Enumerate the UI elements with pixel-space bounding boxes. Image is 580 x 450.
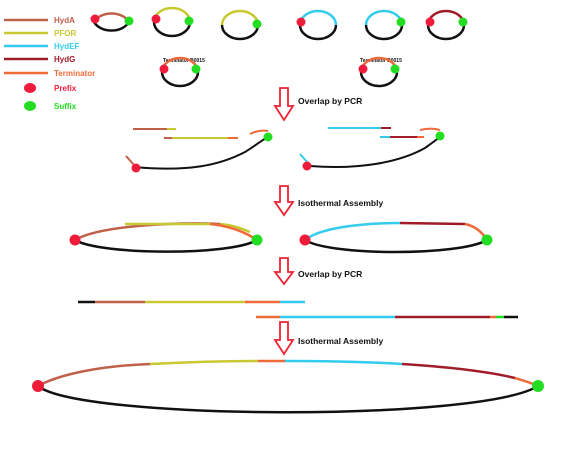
legend-label-terminator: Terminator — [54, 69, 95, 78]
overlap-fragments-left — [125, 128, 273, 173]
step-label-2: Isothermal Assembly — [298, 198, 383, 208]
step-label-3: Overlap by PCR — [298, 269, 362, 279]
legend-suffix-dot — [24, 101, 36, 111]
plasmid-hydg — [425, 9, 468, 41]
step-label-4: Isothermal Assembly — [298, 336, 383, 346]
plasmid-hyda — [90, 12, 134, 32]
plasmid-pfor-2 — [220, 9, 262, 41]
legend-label-prefix: Prefix — [54, 84, 77, 93]
legend-label-suffix: Suffix — [54, 102, 77, 111]
terminator-label-right: Terminator B0015 — [360, 58, 402, 64]
arrow-step2 — [273, 185, 295, 217]
plasmid-terminator-right: Terminator B0015 — [358, 56, 402, 88]
step-label-1: Overlap by PCR — [298, 96, 362, 106]
terminator-label-left: Terminator B0015 — [163, 58, 205, 64]
plasmid-terminator-left: Terminator B0015 — [159, 56, 205, 88]
plasmid-hydef-2 — [364, 9, 406, 41]
legend-label-hydef: HydEF — [54, 42, 79, 51]
plasmid-hydef — [296, 9, 338, 41]
assembled-plasmid-hydef-hydg — [299, 221, 493, 254]
arrow-step3 — [273, 257, 295, 286]
assembled-plasmid-hyda-pfor — [69, 222, 263, 253]
arrow-step4 — [273, 321, 295, 356]
legend-label-hydg: HydG — [54, 55, 75, 64]
legend: HydA PFOR HydEF HydG Terminator Prefix S… — [4, 16, 95, 111]
legend-prefix-dot — [24, 83, 36, 93]
overlap-fragments-right — [299, 127, 445, 171]
final-plasmid — [32, 359, 544, 414]
legend-label-hyda: HydA — [54, 16, 75, 25]
plasmid-pfor — [151, 6, 194, 38]
legend-label-pfor: PFOR — [54, 29, 76, 38]
arrow-step1 — [273, 87, 295, 122]
